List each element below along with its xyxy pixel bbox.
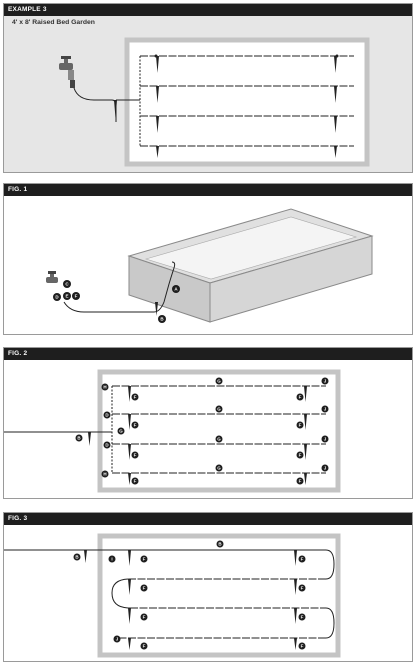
callout-j: J — [324, 407, 327, 412]
callout-f: F — [301, 644, 304, 649]
callout-b: B — [75, 555, 79, 560]
panel-fig-3: FIG. 3 B B I J F F F F F F F F — [3, 512, 413, 662]
callout-b: B — [160, 317, 164, 322]
callout-f: F — [134, 479, 137, 484]
callout-f: F — [134, 453, 137, 458]
panel-title: FIG. 3 — [4, 513, 412, 525]
callout-g: G — [119, 429, 123, 434]
panel-fig-2: FIG. 2 B D D G H H G G G G J J J J — [3, 347, 413, 499]
callout-f: F — [143, 644, 146, 649]
callout-f: F — [301, 586, 304, 591]
panel-title: FIG. 1 — [4, 184, 412, 196]
fig-1-diagram: A B C D E F — [46, 208, 374, 323]
callout-f: F — [75, 294, 78, 299]
callout-h: H — [103, 385, 106, 390]
callout-d: D — [55, 295, 59, 300]
callout-h: H — [103, 472, 106, 477]
raised-bed-frame — [124, 37, 370, 167]
callout-b: B — [77, 436, 81, 441]
callout-g: G — [217, 407, 221, 412]
callout-d: D — [105, 413, 109, 418]
callout-f: F — [134, 395, 137, 400]
callout-g: G — [217, 466, 221, 471]
callout-a: A — [174, 287, 178, 292]
callout-j: J — [324, 437, 327, 442]
callout-f: F — [143, 615, 146, 620]
panel-title: FIG. 2 — [4, 348, 412, 360]
callout-f: F — [134, 423, 137, 428]
callout-e: E — [65, 294, 68, 299]
faucet-icon — [59, 56, 75, 88]
panel-title: EXAMPLE 3 — [4, 4, 412, 16]
panel-example-3: EXAMPLE 3 4' x 8' Raised Bed Garden — [3, 3, 413, 173]
fig-2-diagram: B D D G H H G G G G J J J J F F F F F F … — [4, 369, 341, 493]
panel-subtitle: 4' x 8' Raised Bed Garden — [12, 19, 95, 26]
callout-f: F — [143, 557, 146, 562]
callout-f: F — [299, 423, 302, 428]
callout-g: G — [217, 437, 221, 442]
callout-f: F — [143, 586, 146, 591]
callout-f: F — [301, 615, 304, 620]
callout-d: D — [105, 443, 109, 448]
fig-3-diagram: B B I J F F F F F F F F — [4, 533, 341, 658]
raised-bed-frame — [97, 533, 341, 658]
callout-j: J — [116, 637, 119, 642]
panel-fig-1: FIG. 1 A B C D E F — [3, 183, 413, 335]
callout-f: F — [299, 395, 302, 400]
raised-bed-frame — [97, 369, 341, 493]
callout-i: I — [111, 557, 112, 562]
callout-f: F — [301, 557, 304, 562]
callout-b: B — [218, 542, 222, 547]
callout-f: F — [299, 479, 302, 484]
callout-j: J — [324, 379, 327, 384]
callout-c: C — [65, 282, 69, 287]
callout-j: J — [324, 466, 327, 471]
faucet-icon — [46, 271, 58, 283]
example-3-diagram — [59, 37, 370, 167]
callout-g: G — [217, 379, 221, 384]
callout-f: F — [299, 453, 302, 458]
